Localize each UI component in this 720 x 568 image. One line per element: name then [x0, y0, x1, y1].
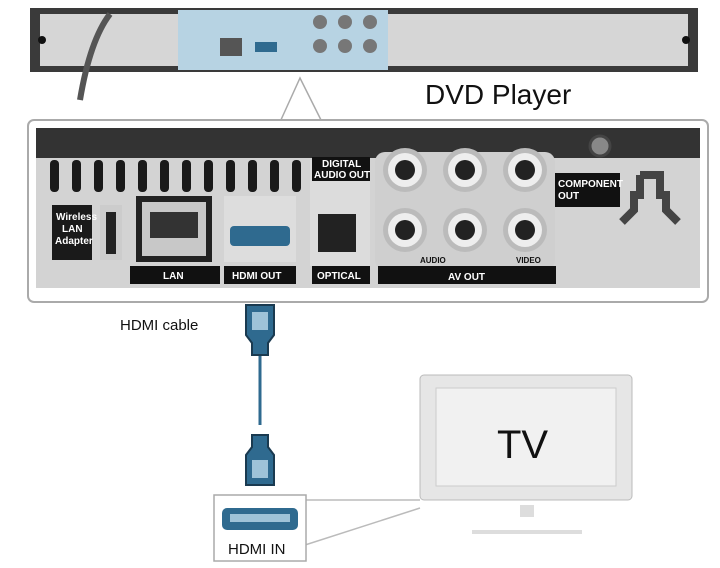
dvd-player-rear-overview — [30, 8, 698, 101]
tv — [419, 374, 633, 534]
vent-slot — [94, 160, 103, 192]
rca-jack — [395, 160, 415, 180]
hdmi-cable — [245, 304, 275, 486]
vent-slot — [226, 160, 235, 192]
optical-label: OPTICAL — [317, 271, 361, 282]
hdmi-in-label: HDMI IN — [228, 541, 286, 558]
rca-jack — [515, 160, 535, 180]
vent-slot — [138, 160, 147, 192]
tv-label: TV — [497, 423, 548, 467]
vent-slot — [160, 160, 169, 192]
rca-jack — [455, 160, 475, 180]
vent-slot — [270, 160, 279, 192]
vent-slot — [182, 160, 191, 192]
vent-slot — [248, 160, 257, 192]
vent-slot — [72, 160, 81, 192]
hdmi-in-callout — [213, 494, 307, 562]
rca-jack — [515, 220, 535, 240]
dvd-player-title: DVD Player — [425, 79, 571, 110]
hdmi-out-label: HDMI OUT — [232, 271, 281, 282]
vent-slot — [292, 160, 301, 192]
vent-slot — [204, 160, 213, 192]
lan-label: LAN — [163, 271, 184, 282]
av-out-label: AV OUT — [448, 272, 485, 283]
rca-jack — [455, 220, 475, 240]
video-label: VIDEO — [516, 256, 541, 265]
audio-label: AUDIO — [420, 256, 446, 265]
hdmi-cable-label: HDMI cable — [120, 317, 198, 334]
hdmi-out-port — [230, 226, 290, 246]
vent-slot — [50, 160, 59, 192]
rca-jack — [395, 220, 415, 240]
optical-port — [318, 214, 356, 252]
vent-slot — [116, 160, 125, 192]
